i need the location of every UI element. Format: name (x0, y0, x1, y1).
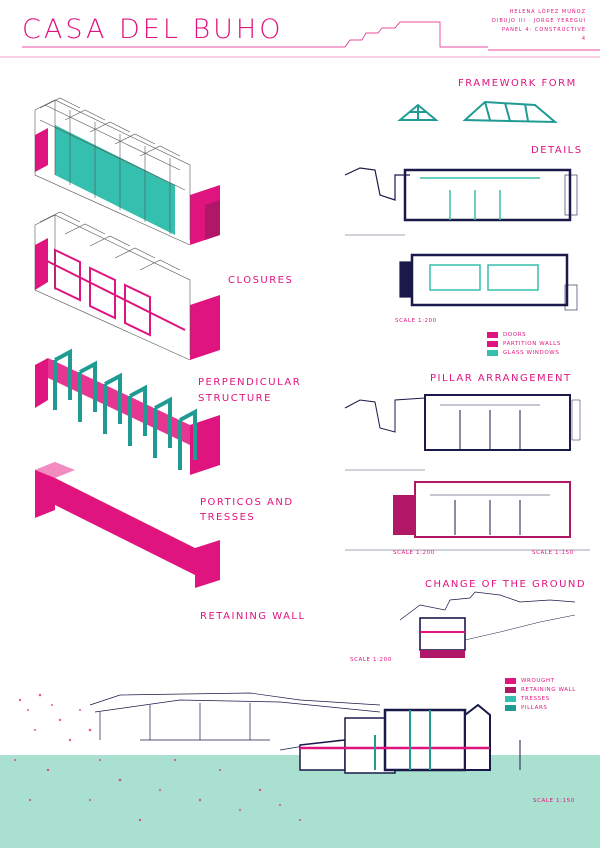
author-block: HELENA LÓPEZ MUÑOZ DIBUJO III · JORGE YE… (492, 8, 586, 44)
author-name: HELENA LÓPEZ MUÑOZ (509, 9, 586, 15)
legend-swatch (487, 340, 498, 347)
axonometric-perpendicular-structure (35, 348, 220, 475)
legend-swatch (505, 677, 516, 684)
legend-swatch (487, 331, 498, 338)
label-retaining-wall: RETAINING WALL (200, 611, 306, 622)
pillar-plan-bottom (345, 481, 590, 551)
legend-item-wrought: WROUGHT (505, 676, 576, 685)
label-tresses: TRESSES (200, 512, 256, 523)
axonometric-retaining-wall (35, 462, 220, 588)
pillar-plan-top (344, 394, 581, 471)
legend-label: GLASS WINDOWS (503, 349, 560, 356)
legend-swatch (487, 349, 498, 356)
legend-label: PARTITION WALLS (503, 340, 561, 347)
legend-item-partition: PARTITION WALLS (487, 339, 561, 348)
legend-swatch (505, 686, 516, 693)
axonometric-closures (34, 211, 220, 361)
legend-section: WROUGHT RETAINING WALL TRESSES PILLARS (505, 676, 576, 712)
trees (14, 693, 301, 822)
label-pillar-arrangement: PILLAR ARRANGEMENT (430, 373, 572, 384)
label-perpendicular: PERPENDICULAR (198, 377, 302, 388)
framework-truss-small (397, 103, 439, 121)
legend-swatch (505, 704, 516, 711)
panel-name: PANEL 4: CONSTRUCTIVE (502, 27, 586, 33)
panel-number: 4 (581, 36, 586, 42)
legend-label: RETAINING WALL (521, 686, 576, 693)
course-name: DIBUJO III · JORGE YEREGUI (492, 18, 586, 24)
legend-swatch (505, 695, 516, 702)
framework-truss-large (462, 100, 558, 124)
legend-item-doors: DOORS (487, 330, 561, 339)
scale-section: SCALE 1:150 (533, 798, 575, 804)
label-details: DETAILS (531, 145, 583, 156)
label-porticos: PORTICOS AND (200, 497, 294, 508)
legend-label: DOORS (503, 331, 527, 338)
details-plan-top (344, 167, 578, 236)
ground-change-section (399, 591, 576, 658)
scale-ground: SCALE 1:200 (350, 657, 392, 663)
label-closures: CLOSURES (228, 275, 294, 286)
legend-item-retaining: RETAINING WALL (505, 685, 576, 694)
details-plan-bottom (399, 253, 578, 311)
scale-pillar-left: SCALE 1:200 (393, 550, 435, 556)
label-structure: STRUCTURE (198, 393, 272, 404)
axonometric-full-building (34, 97, 220, 246)
header-lines (0, 21, 600, 58)
legend-label: WROUGHT (521, 677, 555, 684)
scale-details: SCALE 1:200 (395, 318, 437, 324)
page-title: CASA DEL BUHO (22, 14, 284, 45)
legend-item-pillars: PILLARS (505, 703, 576, 712)
legend-closures: DOORS PARTITION WALLS GLASS WINDOWS (487, 330, 561, 357)
label-change-ground: CHANGE OF THE GROUND (425, 579, 587, 590)
legend-label: TRESSES (521, 695, 550, 702)
label-framework-form: FRAMEWORK FORM (458, 78, 577, 89)
legend-item-glass: GLASS WINDOWS (487, 348, 561, 357)
legend-label: PILLARS (521, 704, 548, 711)
section-house (299, 703, 521, 774)
legend-item-tresses: TRESSES (505, 694, 576, 703)
scale-pillar-right: SCALE 1:150 (532, 550, 574, 556)
